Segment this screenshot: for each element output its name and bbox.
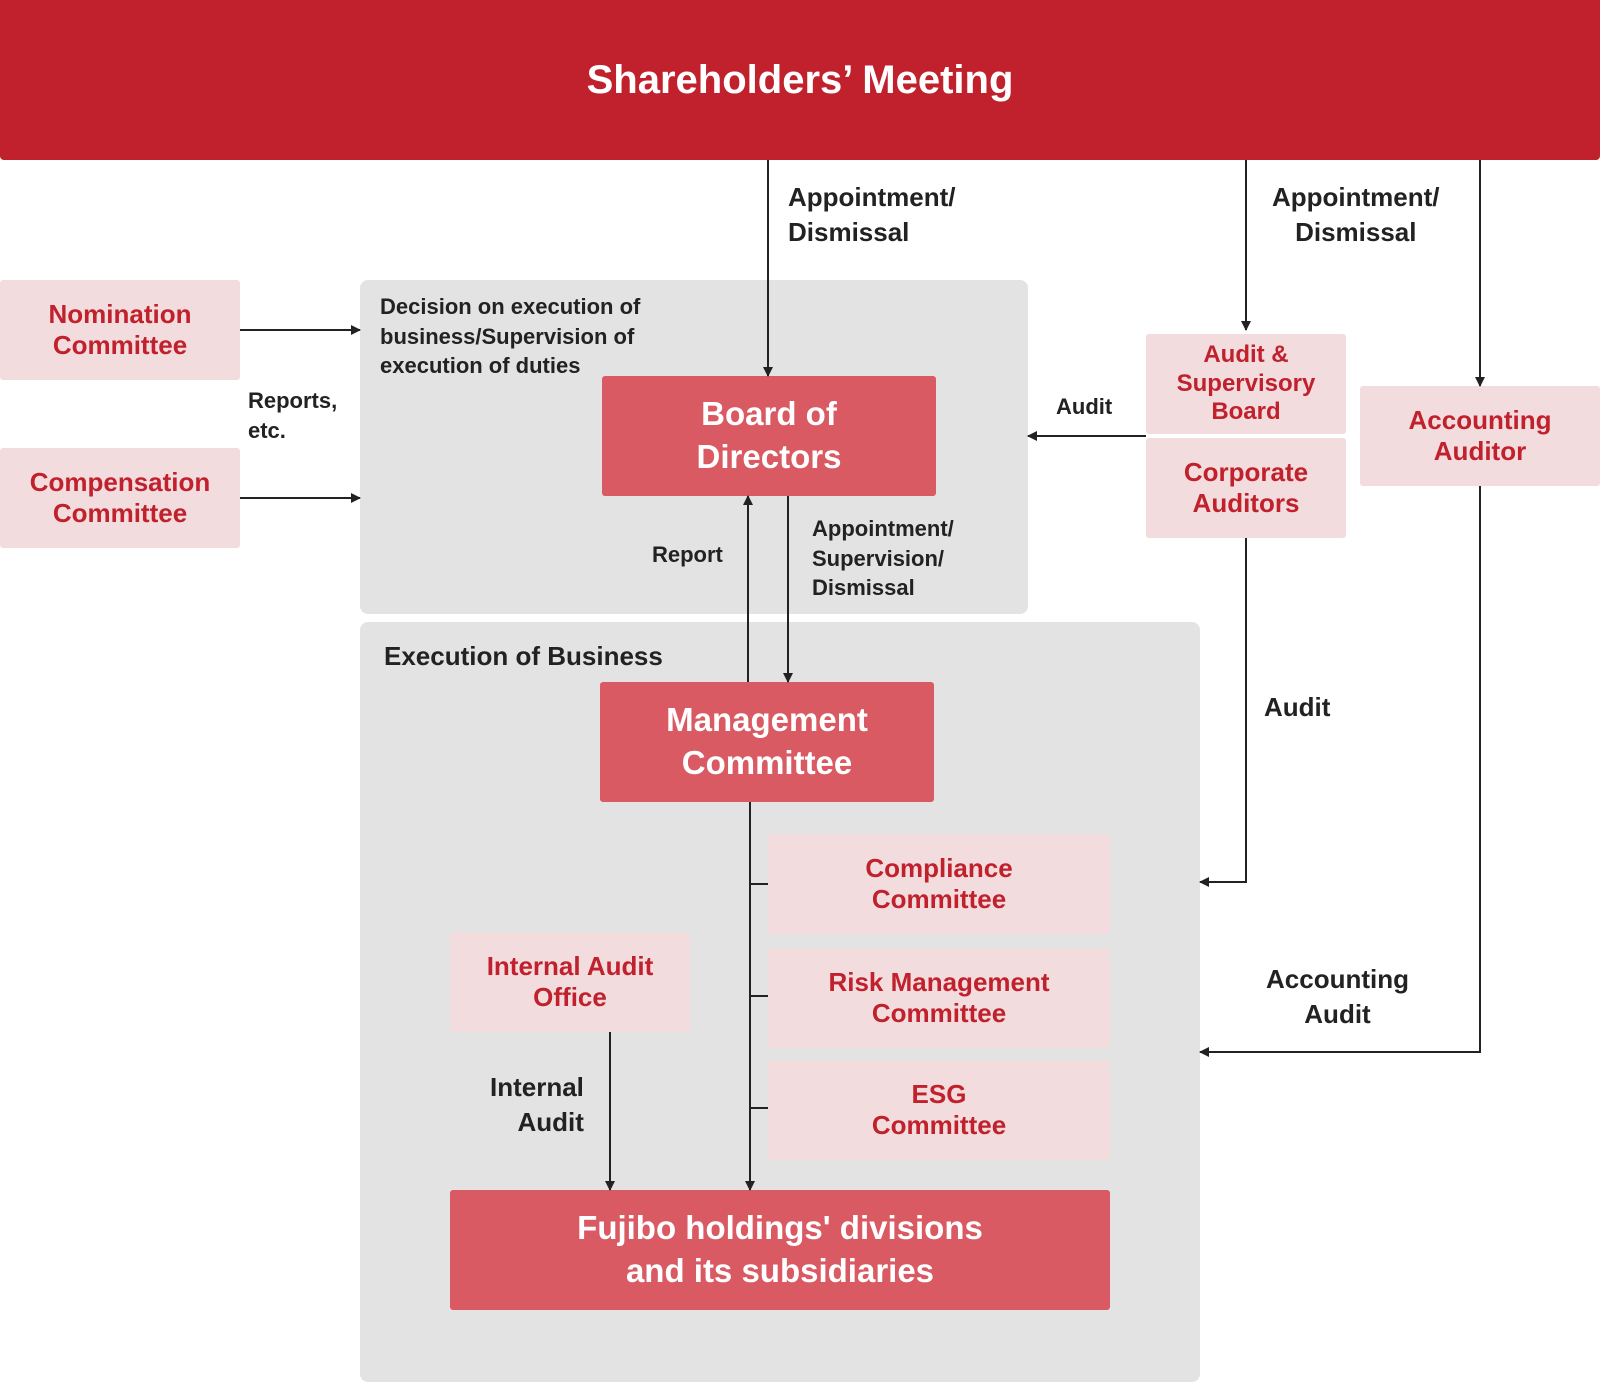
internal-audit-office-box: Internal Audit Office xyxy=(450,932,690,1032)
board-of-directors-box: Board of Directors xyxy=(602,376,936,496)
nomination-committee-box: Nomination Committee xyxy=(0,280,240,380)
accounting-auditor-box: Accounting Auditor xyxy=(1360,386,1600,486)
label-audit-board: Audit xyxy=(1056,394,1113,419)
audit-supervisory-board-box: Audit & Supervisory Board xyxy=(1146,334,1346,434)
compliance-committee-box: Compliance Committee xyxy=(768,834,1110,934)
esg-committee-box: ESG Committee xyxy=(768,1060,1110,1160)
label-appointment-left: Appointment/ Dismissal xyxy=(788,182,956,248)
label-reports: Reports, etc. xyxy=(248,388,338,443)
risk-management-committee-box: Risk Management Committee xyxy=(768,948,1110,1048)
label-report: Report xyxy=(652,542,723,567)
divisions-subsidiaries-box: Fujibo holdings' divisions and its subsi… xyxy=(450,1190,1110,1310)
management-committee-box: Management Committee xyxy=(600,682,934,802)
compensation-committee-box: Compensation Committee xyxy=(0,448,240,548)
board-region-caption: Decision on execution of business/Superv… xyxy=(380,294,641,379)
label-audit-execution: Audit xyxy=(1264,692,1331,722)
label-appointment-right: Appointment/ Dismissal xyxy=(1272,182,1440,248)
arrow-corporate-auditors-audit xyxy=(1199,538,1247,887)
shareholders-meeting-header: Shareholders’ Meeting xyxy=(0,0,1600,160)
execution-region-caption: Execution of Business xyxy=(384,641,663,671)
arrow-accounting-audit xyxy=(1199,486,1481,1057)
label-internal-audit: Internal Audit xyxy=(490,1072,584,1138)
shareholders-meeting-title: Shareholders’ Meeting xyxy=(586,57,1014,102)
label-accounting-audit: Accounting Audit xyxy=(1266,964,1409,1030)
corporate-auditors-box: Corporate Auditors xyxy=(1146,438,1346,538)
label-appointment-supervision: Appointment/ Supervision/ Dismissal xyxy=(812,516,954,601)
